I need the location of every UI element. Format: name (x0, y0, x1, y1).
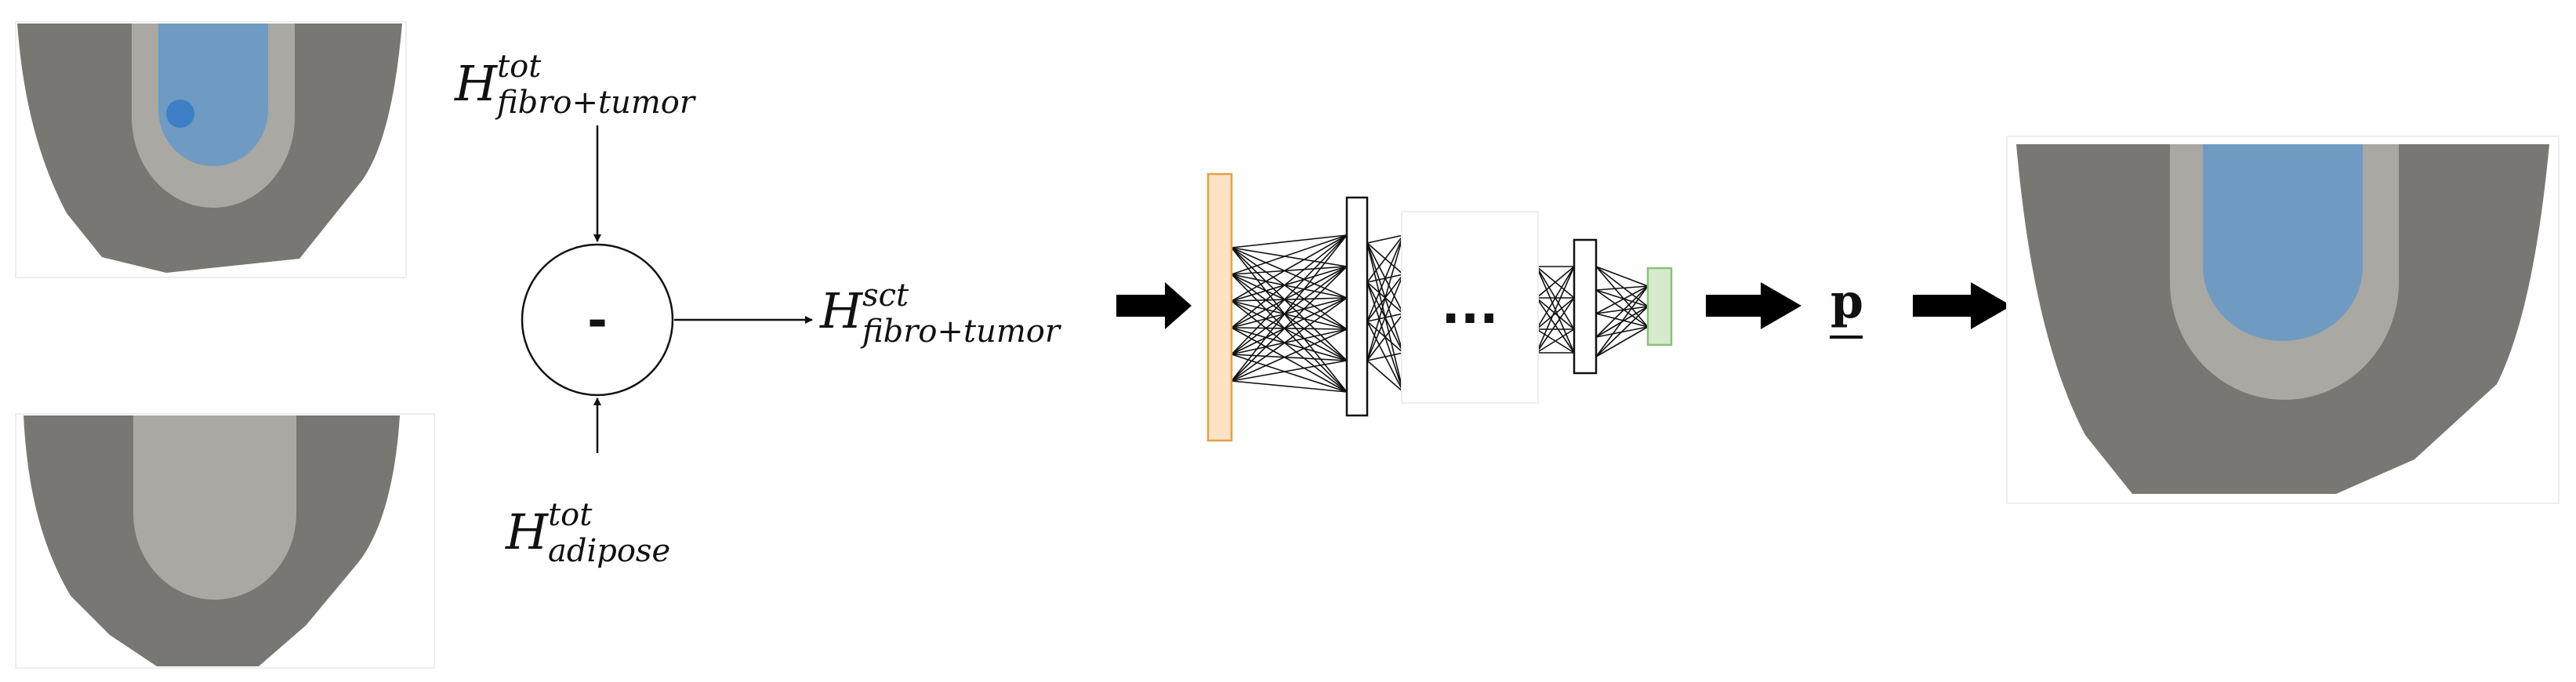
network-connection (1231, 327, 1348, 330)
network-connection (1231, 234, 1348, 382)
phantom-fibro-tumor-image (15, 21, 407, 278)
h-tot-fibro-tumor-sup: tot (497, 49, 542, 85)
network-connection (1366, 234, 1404, 244)
network-connection (1231, 234, 1348, 355)
tumor-region (158, 24, 268, 166)
network-connection (1231, 297, 1348, 302)
network-connection (1231, 266, 1348, 328)
network-connection (1231, 274, 1348, 361)
subtraction-node: - (521, 243, 674, 397)
network-connection (1231, 234, 1348, 248)
network-connection (1231, 247, 1348, 361)
network-connection (1231, 297, 1348, 382)
network-connection (1231, 234, 1348, 302)
network-connection (1231, 234, 1348, 328)
network-connection (1231, 327, 1348, 361)
h-sct-fibro-tumor-sub: fibro+tumor (860, 314, 1062, 350)
network-connection (1595, 306, 1649, 314)
h-tot-adipose-sub: adipose (548, 533, 670, 569)
network-connection (1595, 313, 1649, 328)
network-connection (1366, 360, 1404, 393)
network-connection (1366, 274, 1404, 361)
network-connection (1231, 328, 1348, 382)
network-connection (1595, 289, 1649, 328)
input-layer (1206, 172, 1233, 442)
ellipsis-label: ... (1442, 278, 1499, 336)
network-connection (1231, 266, 1348, 355)
right-arrow-icon (1913, 282, 2012, 329)
network-connection (1231, 380, 1348, 393)
network-connection (1536, 266, 1575, 354)
h-sct-fibro-tumor-base: H (819, 282, 864, 339)
network-connection (1231, 327, 1348, 393)
right-arrow-icon (1706, 282, 1801, 329)
network-connection (1231, 266, 1348, 382)
network-connection (1595, 289, 1649, 307)
network-connection (1231, 247, 1348, 299)
tumor-spot (166, 100, 194, 128)
network-connection (1231, 328, 1348, 355)
hidden-layer-n (1573, 238, 1598, 375)
network-connection (1231, 300, 1348, 393)
subtraction-operator-label: - (587, 292, 608, 349)
h-tot-adipose-base: H (505, 503, 550, 560)
network-connection (1231, 297, 1348, 328)
network-connection (1231, 354, 1348, 361)
network-connection (1231, 247, 1348, 393)
inner-tissue-region (133, 415, 296, 600)
network-connection (1595, 306, 1649, 357)
network-connection (1231, 266, 1348, 275)
network-connection (1536, 297, 1575, 354)
network-connection (1595, 326, 1649, 357)
network-connection (1595, 266, 1649, 328)
network-connection (1366, 234, 1404, 322)
output-phantom-image (2006, 136, 2560, 504)
network-connection (1595, 285, 1649, 357)
network-connection (1231, 360, 1348, 382)
ellipsis-box (1401, 211, 1539, 404)
network-connection (1366, 313, 1404, 361)
network-connection (1595, 266, 1649, 307)
network-connection (1231, 300, 1348, 330)
network-connection (1595, 285, 1649, 291)
network-connection (1595, 285, 1649, 314)
network-connection (1231, 234, 1348, 275)
h-sct-fibro-tumor-sup: sct (862, 278, 909, 314)
network-connection (1595, 266, 1649, 287)
network-connection (1536, 297, 1575, 330)
network-connections (1231, 234, 1649, 393)
parameter-vector-label: p (1830, 274, 1863, 329)
hidden-layer-1 (1345, 196, 1369, 417)
h-tot-adipose-sup: tot (548, 497, 593, 533)
network-connection (1366, 234, 1404, 361)
h-tot-fibro-tumor-sub: fibro+tumor (495, 85, 697, 121)
network-connection (1231, 266, 1348, 302)
network-connection (1536, 266, 1575, 299)
h-tot-fibro-tumor-base: H (454, 55, 499, 112)
network-connection (1366, 234, 1404, 283)
network-connection (1366, 352, 1404, 361)
network-connection (1231, 354, 1348, 393)
tumor-region (2203, 144, 2363, 341)
right-arrow-icon (1116, 282, 1192, 329)
network-connection (1231, 274, 1348, 299)
output-layer (1646, 267, 1673, 346)
network-connection (1231, 274, 1348, 393)
network-connection (1231, 274, 1348, 330)
network-connection (1231, 300, 1348, 361)
neural-network: ... (1206, 172, 1673, 442)
network-connection (1231, 297, 1348, 355)
network-connection (1231, 247, 1348, 267)
network-connection (1231, 247, 1348, 330)
phantom-adipose-image (15, 413, 435, 669)
network-connection (1595, 285, 1649, 338)
network-connection (1536, 266, 1575, 330)
network-connection (1536, 328, 1575, 354)
